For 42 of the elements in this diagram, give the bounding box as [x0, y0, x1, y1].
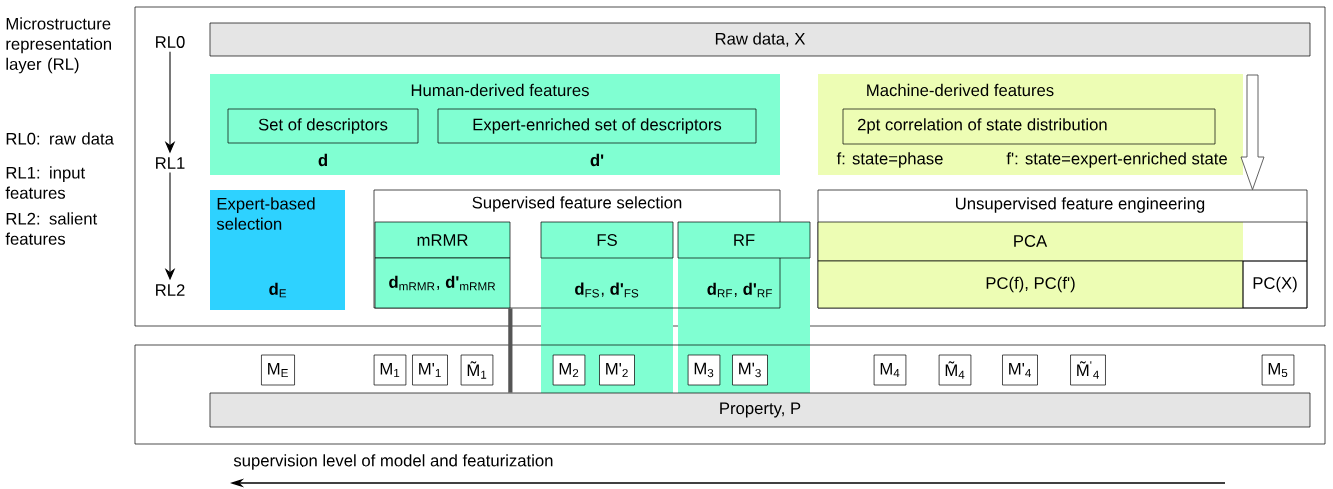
- layer-label: RL0: [156, 36, 185, 48]
- model-box: M̃$_{1}$: [460, 354, 494, 386]
- model-box: M$_{1}$: [373, 354, 407, 386]
- panel-frame: [134, 344, 1326, 445]
- result-box: d$_{mRMR}$, d'$_{mRMR}$: [374, 257, 511, 309]
- model-box: M$_{E}$: [261, 354, 295, 386]
- panel-frame: [134, 6, 1326, 327]
- model-box: M̃$_{4}$: [938, 354, 972, 386]
- side-note: RL2: salient features: [5, 212, 98, 245]
- layer-label: RL2: [156, 284, 185, 296]
- model-box: M$_{5}$: [1261, 354, 1295, 386]
- model-box: M$_{3}$: [687, 354, 721, 386]
- side-note: Microstructure representation layer (RL): [6, 17, 111, 74]
- method-box: mRMR: [374, 221, 511, 259]
- process-box: Set of descriptors d: [227, 108, 419, 167]
- model-box: M'$_{1}$: [412, 354, 448, 386]
- result-box: PC(f), PC(f'): [817, 260, 1244, 309]
- model-box: M$_{2}$: [552, 354, 586, 386]
- node-label: d': [590, 153, 604, 167]
- side-note: RL0: raw data: [6, 132, 114, 145]
- layer-label: RL1: [156, 157, 185, 169]
- model-box: M'$_{4}$: [1002, 354, 1038, 386]
- process-box: Expert-enriched set of descriptors d': [437, 108, 757, 167]
- model-box: M'$_{3}$: [732, 354, 768, 386]
- property-bar: Property, P: [209, 392, 1311, 428]
- model-box: M̃$^{'}$4: [1070, 354, 1106, 386]
- method-box: RF: [677, 221, 811, 259]
- node-label: d$_{FS}$, d'$_{FS}$: [575, 282, 639, 298]
- model-box: M'$_{2}$: [599, 354, 635, 386]
- selection-box: Expert-based selection d$_{E}$: [210, 190, 345, 310]
- node-label: d$_{RF}$, d'$_{RF}$: [707, 282, 772, 298]
- method-box: PCA: [817, 221, 1308, 262]
- process-box: 2pt correlation of state distribution: [842, 108, 1216, 145]
- node-label: d: [318, 153, 327, 167]
- data-bar: Raw data, X: [209, 22, 1311, 57]
- axis-caption: supervision level of model and featurization: [233, 454, 553, 470]
- side-note: RL1: input features: [5, 166, 86, 199]
- result-box: PC(X): [1242, 260, 1308, 309]
- connector-line: [508, 308, 513, 393]
- method-box: FS: [540, 221, 674, 259]
- model-box: M$_{4}$: [873, 354, 907, 386]
- block-arrow: [1240, 74, 1265, 191]
